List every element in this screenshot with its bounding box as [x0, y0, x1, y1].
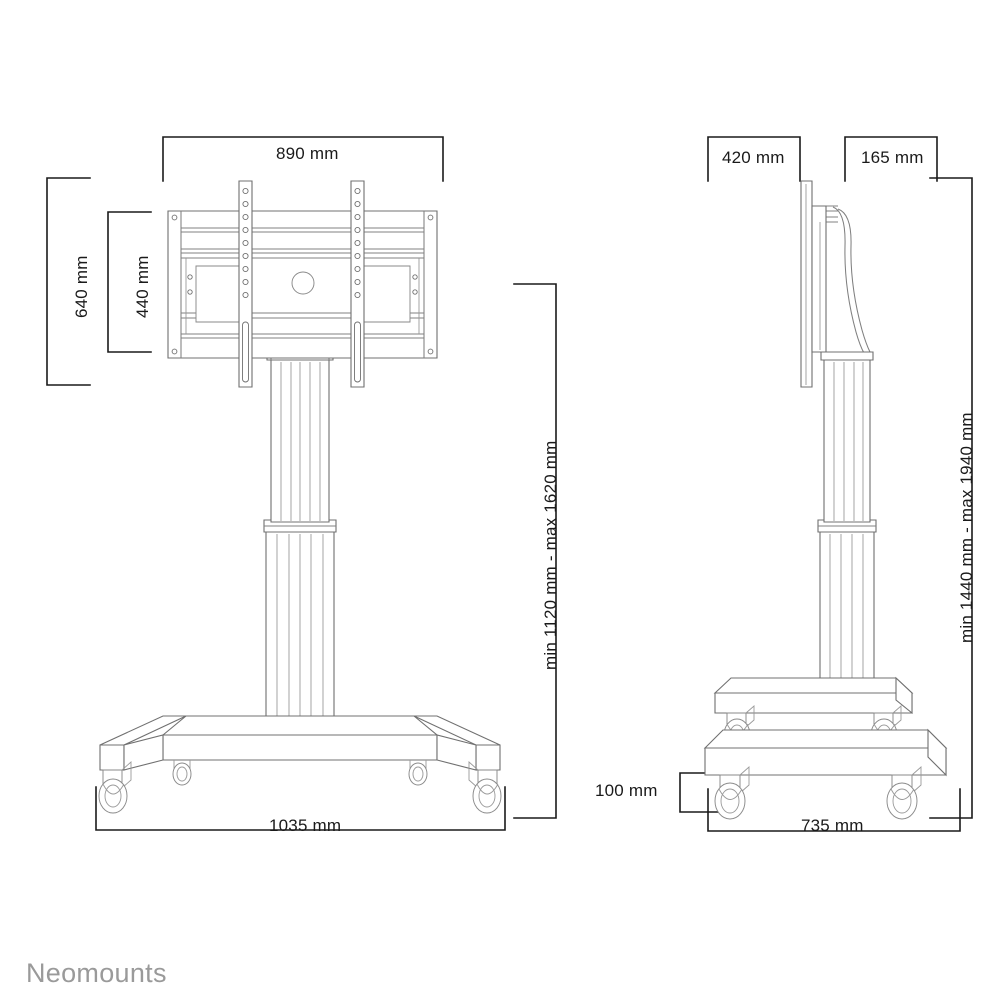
- dimension-100-bracket: [679, 772, 724, 813]
- caster-rear-left: [172, 760, 192, 786]
- dimension-height-range-side-bracket: [929, 177, 973, 819]
- caster-front-right: [468, 760, 502, 814]
- dimension-label-890: 890 mm: [276, 144, 339, 163]
- dimension-890-bracket: [162, 136, 444, 182]
- caster-rear-right: [408, 760, 428, 786]
- front-vesa-rail-right: [350, 180, 365, 388]
- front-view-assembly: [98, 180, 502, 814]
- dimension-lines-front: [46, 136, 557, 831]
- brand-logo-neomounts: Neomounts: [26, 958, 167, 988]
- dimension-165-bracket: [844, 136, 938, 182]
- side-mount-bracket: [811, 205, 872, 358]
- dimension-label-440: 440 mm: [133, 255, 152, 318]
- dimension-label-1035: 1035 mm: [269, 816, 342, 835]
- dimension-lines-side: [679, 136, 973, 832]
- side-column: [817, 351, 877, 708]
- dimension-label-height-range-side: min 1440 mm - max 1940 mm: [957, 412, 976, 643]
- dimension-735-bracket: [707, 788, 961, 832]
- dimension-label-735: 735 mm: [801, 816, 864, 835]
- dimension-1035-bracket: [95, 786, 506, 831]
- caster-side-front-left: [714, 765, 750, 820]
- front-base-assembly: [98, 715, 502, 814]
- front-column: [263, 351, 337, 736]
- dimension-height-range-bracket: [513, 283, 557, 819]
- dimension-label-420: 420 mm: [722, 148, 785, 167]
- front-mounting-plate: [167, 210, 438, 359]
- dimension-label-165: 165 mm: [861, 148, 924, 167]
- front-vesa-rail-left: [238, 180, 253, 388]
- dimension-label-640: 640 mm: [72, 255, 91, 318]
- dimension-640-bracket: [46, 177, 91, 386]
- caster-front-left: [98, 760, 132, 814]
- dimension-label-100: 100 mm: [595, 781, 658, 800]
- caster-side-front-right: [886, 765, 922, 820]
- dimension-420-bracket: [707, 136, 801, 182]
- dimension-440-bracket: [107, 211, 152, 353]
- side-view-assembly: [703, 180, 948, 820]
- dimension-label-height-range-front: min 1120 mm - max 1620 mm: [541, 440, 560, 670]
- side-display-panel: [800, 180, 813, 388]
- side-base-front-beam: [703, 728, 948, 820]
